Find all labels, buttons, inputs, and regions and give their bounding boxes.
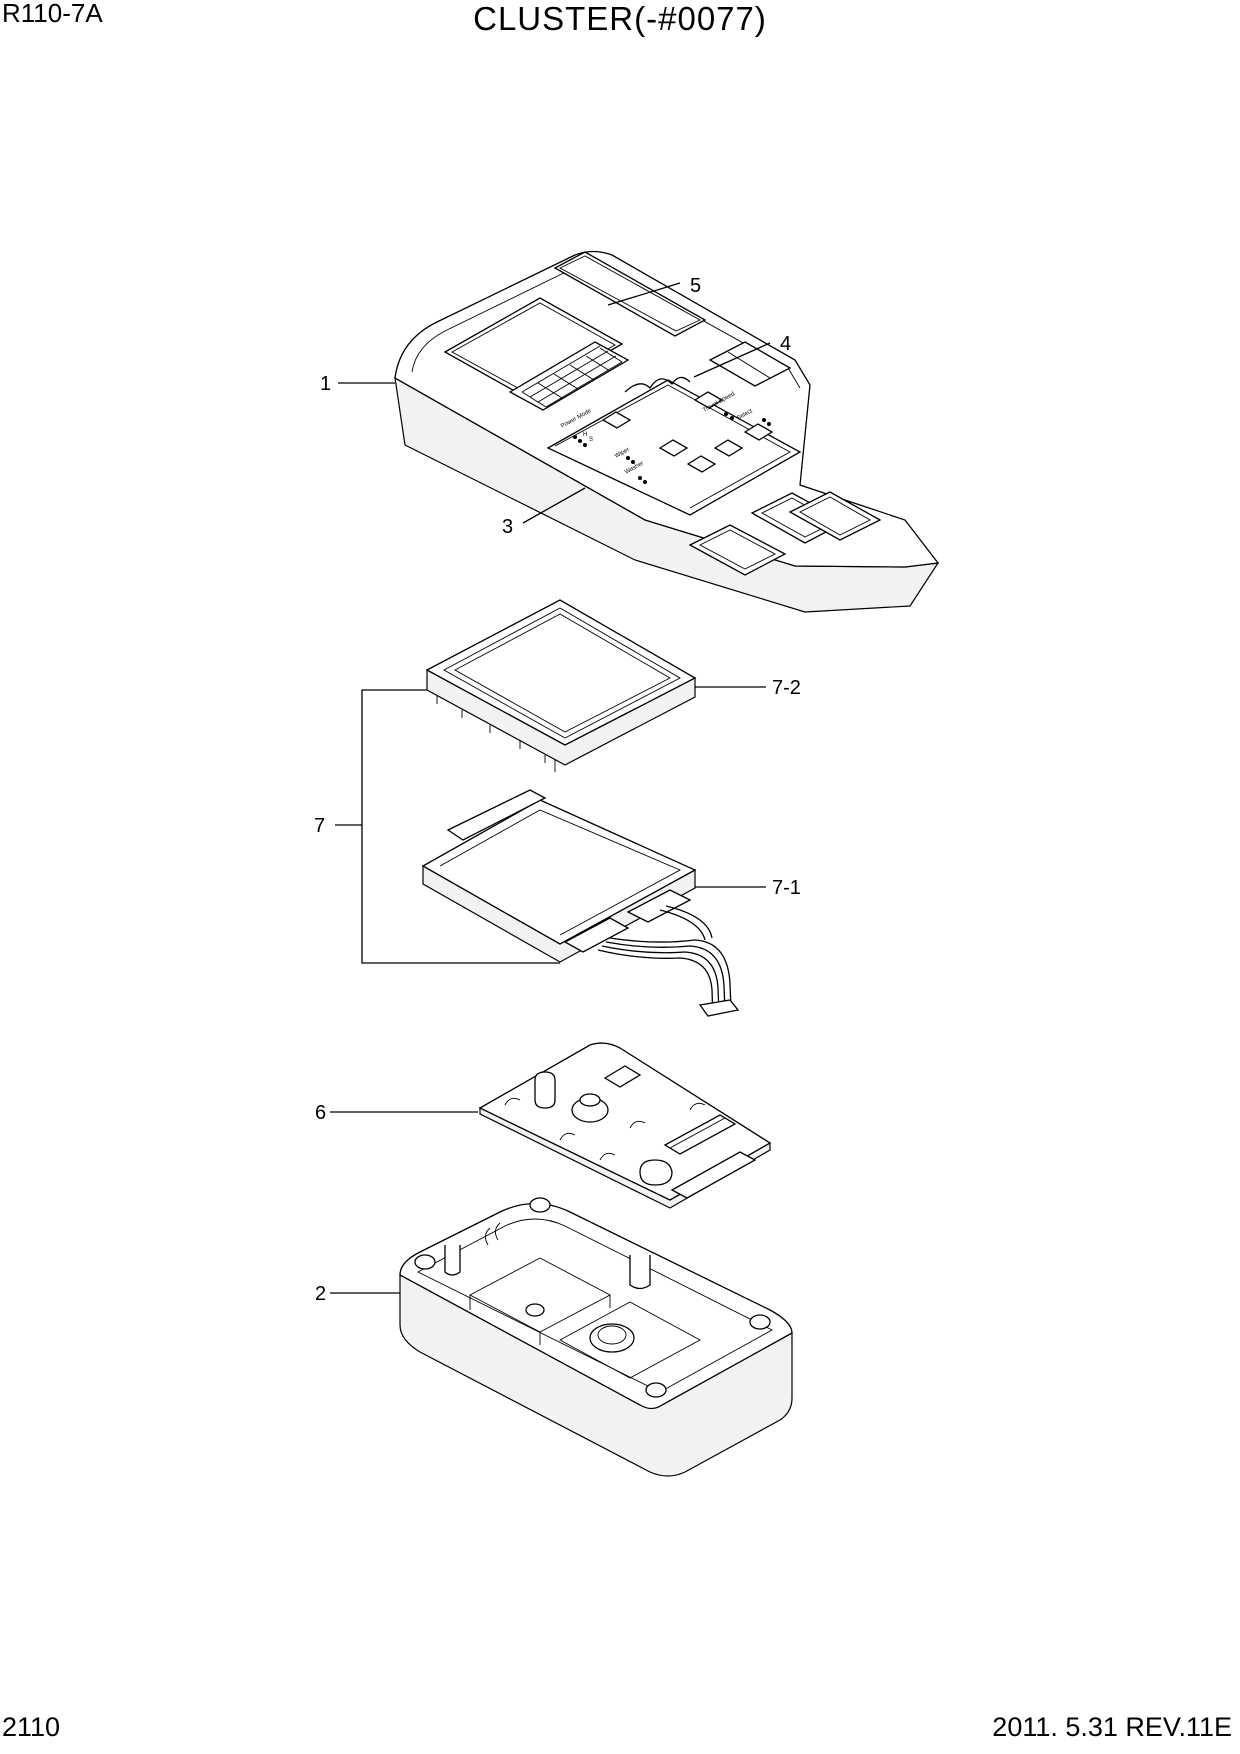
callout-7: 7 — [314, 815, 325, 837]
label-s: S — [589, 437, 593, 443]
cluster-cover: Power Mode Travel Speed Select Wiper Was… — [394, 250, 940, 613]
callout-5: 5 — [690, 275, 701, 297]
brand-logo — [624, 376, 691, 393]
rear-case — [399, 1197, 793, 1477]
model-code: R110-7A — [2, 0, 103, 28]
label-h: H — [583, 432, 587, 438]
callout-numbers: 1 3 5 4 7-2 7 7-1 6 2 — [314, 275, 801, 1305]
callout-6: 6 — [315, 1102, 326, 1124]
wire-harness — [597, 905, 740, 1017]
right-switch-windows — [688, 491, 882, 576]
key-grid — [508, 341, 630, 411]
callout-3: 3 — [502, 516, 513, 538]
panel-buttons — [601, 391, 774, 473]
callout-7-1: 7-1 — [772, 877, 801, 899]
lcd-module — [421, 789, 697, 963]
lcd-case — [425, 599, 697, 772]
pcb-board — [478, 1042, 772, 1209]
page-number: 2110 — [2, 1712, 61, 1742]
switch-panel: Power Mode Travel Speed Select Wiper Was… — [546, 376, 802, 516]
callout-2: 2 — [315, 1283, 326, 1305]
callout-4: 4 — [780, 333, 791, 355]
diagram-title: CLUSTER(-#0077) — [473, 0, 767, 37]
callout-1: 1 — [320, 373, 331, 395]
callout-7-2: 7-2 — [772, 677, 801, 699]
revision-date: 2011. 5.31 REV.11E — [992, 1712, 1232, 1742]
callout-lines — [330, 282, 771, 1294]
